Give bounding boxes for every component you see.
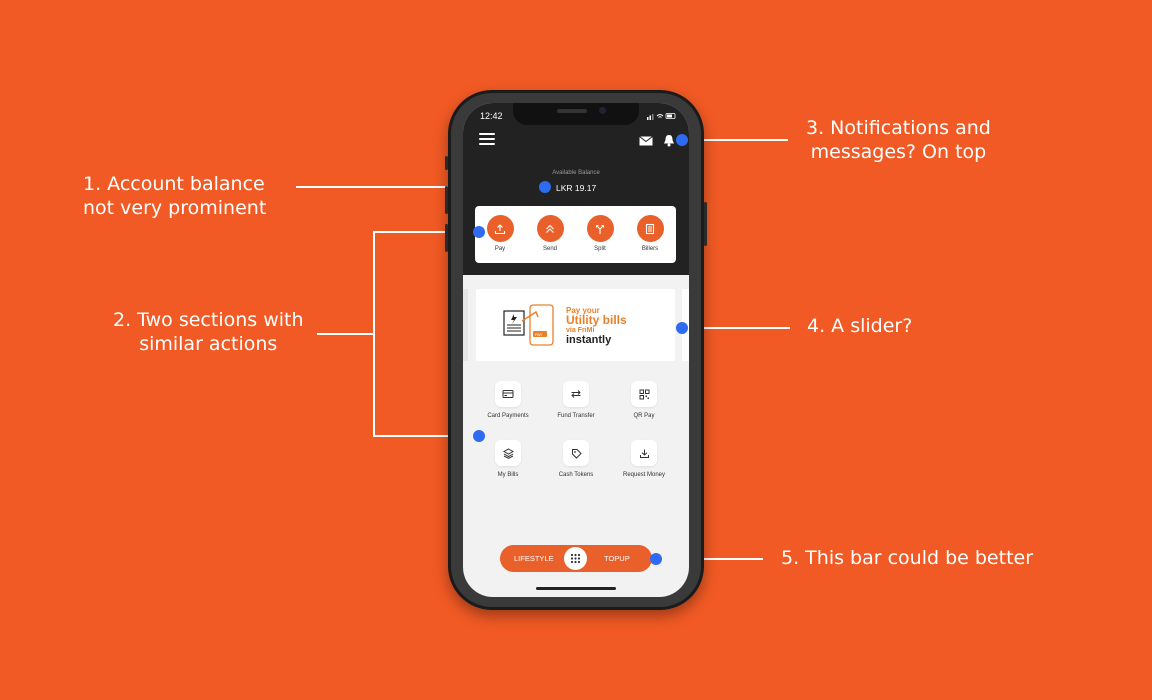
quick-action-label: Send — [542, 246, 557, 252]
transfer-icon — [571, 390, 581, 398]
double-chevron-up-icon — [546, 224, 554, 233]
grid-dots-icon — [570, 553, 581, 564]
annotation-3-line1: 3. Notifications and — [806, 117, 991, 139]
hamburger-menu-icon[interactable] — [479, 133, 495, 145]
connector-line-1 — [296, 186, 546, 188]
phone-notch — [513, 103, 639, 125]
quick-action-billers[interactable]: Billers — [630, 215, 670, 252]
annotation-1-line1: 1. Account balance — [83, 173, 265, 195]
download-icon — [639, 449, 649, 458]
status-icons — [647, 112, 677, 122]
annotation-dot-2a — [473, 226, 485, 238]
service-request-money[interactable]: Request Money — [611, 440, 677, 478]
service-label: QR Pay — [633, 413, 655, 419]
phone-volume-button-1 — [445, 156, 448, 170]
quick-action-label: Billers — [641, 246, 659, 252]
qr-icon — [639, 389, 649, 399]
connector-bracket-vertical — [373, 231, 375, 437]
service-label: My Bills — [497, 472, 519, 478]
service-label: Request Money — [622, 472, 666, 478]
phone-power-button — [704, 202, 707, 246]
quick-action-label: Pay — [494, 246, 506, 252]
service-cash-tokens[interactable]: Cash Tokens — [543, 440, 609, 478]
annotation-dot-3 — [676, 134, 688, 146]
annotation-1-line2: not very prominent — [83, 197, 267, 219]
card-icon — [502, 390, 514, 398]
status-time: 12:42 — [480, 111, 503, 121]
annotation-dot-5 — [650, 553, 662, 565]
phone-mockup: 12:42 Available Balance LKR 19.17 — [445, 90, 707, 610]
connector-line-5 — [656, 558, 763, 560]
phone-volume-button-3 — [445, 224, 448, 252]
bottom-nav-bar: LIFESTYLE TOPUP — [500, 545, 652, 572]
quick-actions-card: Pay Send Split Billers — [475, 206, 676, 263]
bell-icon[interactable] — [663, 134, 675, 147]
connector-line-2-stub — [317, 333, 375, 335]
banner-line2: Utility bills — [566, 313, 627, 327]
service-fund-transfer[interactable]: Fund Transfer — [543, 381, 609, 419]
annotation-2-line2: similar actions — [139, 333, 278, 355]
slider-peek-left — [463, 289, 468, 361]
service-my-bills[interactable]: My Bills — [475, 440, 541, 478]
connector-line-4 — [682, 327, 790, 329]
banner-line3: via FriMi — [566, 327, 595, 334]
annotation-1: 1. Account balance not very prominent — [83, 172, 266, 220]
service-label: Cash Tokens — [558, 472, 594, 478]
layers-icon — [502, 447, 514, 459]
quick-action-send[interactable]: Send — [530, 215, 570, 252]
phone-screen: 12:42 Available Balance LKR 19.17 — [463, 103, 689, 597]
apps-grid-button[interactable] — [564, 547, 587, 570]
service-label: Fund Transfer — [557, 413, 595, 419]
mail-icon[interactable] — [639, 136, 653, 146]
balance-value: LKR 19.17 — [556, 183, 597, 193]
annotation-5: 5. This bar could be better — [781, 547, 1034, 569]
upload-icon — [494, 223, 506, 234]
split-arrows-icon — [595, 224, 605, 234]
service-qr-pay[interactable]: QR Pay — [611, 381, 677, 419]
annotation-dot-1 — [539, 181, 551, 193]
promo-banner[interactable]: PAY Pay your Utility bills via FriMi ins… — [476, 289, 675, 361]
annotation-4: 4. A slider? — [807, 315, 913, 337]
service-card-payments[interactable]: Card Payments — [475, 381, 541, 419]
tab-topup[interactable]: TOPUP — [604, 554, 630, 563]
annotation-dot-4 — [676, 322, 688, 334]
annotation-2: 2. Two sections with similar actions — [113, 308, 304, 356]
utility-bill-illustration-icon: PAY — [503, 304, 554, 346]
bill-icon — [645, 223, 655, 234]
connector-bracket-bottom — [373, 435, 480, 437]
banner-line4: instantly — [566, 334, 612, 346]
banner-badge: PAY — [535, 332, 543, 337]
signal-wifi-battery-icon — [647, 113, 676, 120]
header-section: 12:42 Available Balance LKR 19.17 — [463, 103, 689, 275]
quick-action-split[interactable]: Split — [580, 215, 620, 252]
quick-action-pay[interactable]: Pay — [480, 215, 520, 252]
annotation-3-line2: messages? On top — [810, 141, 987, 163]
phone-volume-button-2 — [445, 186, 448, 214]
tag-icon — [571, 448, 582, 459]
banner-line1: Pay your — [566, 306, 600, 315]
promo-slider[interactable]: PAY Pay your Utility bills via FriMi ins… — [463, 275, 689, 375]
balance-label: Available Balance — [552, 170, 600, 176]
connector-bracket-top — [373, 231, 480, 233]
annotation-3: 3. Notifications and messages? On top — [806, 116, 991, 164]
annotation-dot-2b — [473, 430, 485, 442]
tab-lifestyle[interactable]: LIFESTYLE — [514, 554, 554, 563]
connector-line-3 — [682, 139, 788, 141]
home-indicator — [536, 587, 616, 590]
service-label: Card Payments — [487, 413, 529, 419]
annotation-2-line1: 2. Two sections with — [113, 309, 304, 331]
quick-action-label: Split — [594, 246, 606, 252]
